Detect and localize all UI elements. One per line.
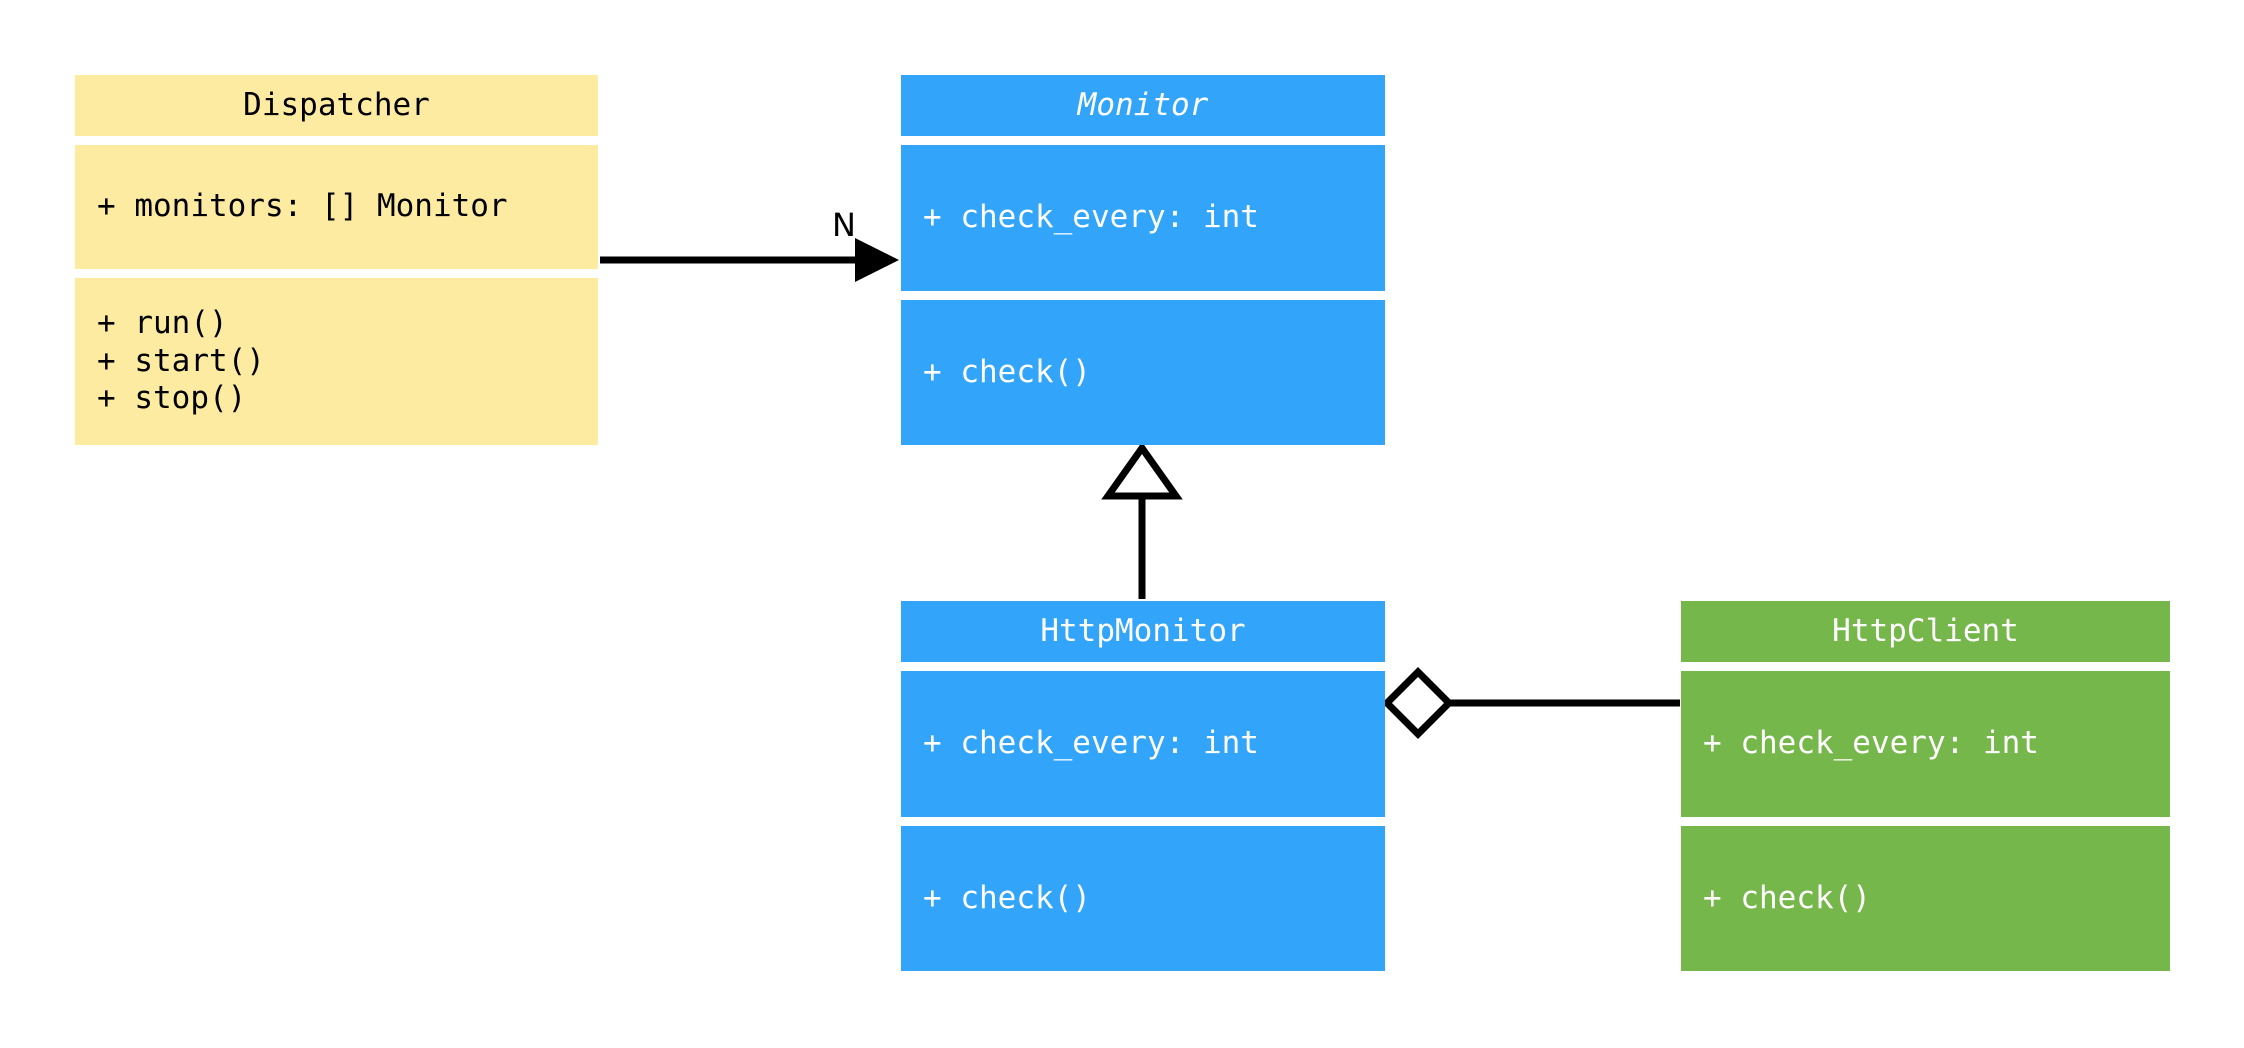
class-box-monitor[interactable]: Monitor + check_every: int + check() <box>901 75 1385 445</box>
dispatcher-methods-compartment: + run() + start() + stop() <box>75 278 598 445</box>
httpclient-attribute-0: + check_every: int <box>1703 725 2039 762</box>
dispatcher-method-1: + start() <box>97 342 265 379</box>
dispatcher-method-0: + run() <box>97 304 228 341</box>
dispatcher-method-2: + stop() <box>97 380 247 417</box>
association-multiplicity-label: N <box>832 206 856 244</box>
association-dispatcher-monitor <box>600 238 899 282</box>
monitor-methods-compartment: + check() <box>901 300 1385 445</box>
compartment-divider <box>75 136 598 145</box>
hollow-diamond-icon <box>1382 667 1454 739</box>
monitor-attributes-compartment: + check_every: int <box>901 145 1385 291</box>
class-box-dispatcher[interactable]: Dispatcher + monitors: [] Monitor + run(… <box>75 75 598 445</box>
httpclient-methods-compartment: + check() <box>1681 826 2170 971</box>
dispatcher-title-compartment: Dispatcher <box>75 75 598 136</box>
hollow-triangle-head-icon <box>1101 441 1183 500</box>
httpmonitor-method-0: + check() <box>923 879 1091 916</box>
httpmonitor-attribute-0: + check_every: int <box>923 725 1259 762</box>
httpclient-attributes-compartment: + check_every: int <box>1681 671 2170 817</box>
class-box-httpclient[interactable]: HttpClient + check_every: int + check() <box>1681 601 2170 971</box>
compartment-divider <box>901 291 1385 300</box>
dispatcher-attributes-compartment: + monitors: [] Monitor <box>75 145 598 269</box>
dispatcher-class-name: Dispatcher <box>243 87 430 124</box>
compartment-divider <box>1681 817 2170 826</box>
httpclient-title-compartment: HttpClient <box>1681 601 2170 662</box>
open-arrow-head-icon <box>855 238 899 282</box>
monitor-attribute-0: + check_every: int <box>923 199 1259 236</box>
monitor-title-compartment: Monitor <box>901 75 1385 136</box>
generalization-httpmonitor-monitor <box>1101 441 1183 599</box>
aggregation-httpmonitor-httpclient <box>1382 667 1680 739</box>
compartment-divider <box>901 136 1385 145</box>
httpclient-method-0: + check() <box>1703 879 1871 916</box>
httpclient-class-name: HttpClient <box>1832 613 2019 650</box>
httpmonitor-attributes-compartment: + check_every: int <box>901 671 1385 817</box>
class-box-httpmonitor[interactable]: HttpMonitor + check_every: int + check() <box>901 601 1385 971</box>
httpmonitor-class-name: HttpMonitor <box>1040 613 1246 650</box>
monitor-class-name: Monitor <box>1077 87 1209 124</box>
httpmonitor-title-compartment: HttpMonitor <box>901 601 1385 662</box>
compartment-divider <box>75 269 598 278</box>
compartment-divider <box>901 817 1385 826</box>
dispatcher-attribute-0: + monitors: [] Monitor <box>97 188 508 225</box>
httpmonitor-methods-compartment: + check() <box>901 826 1385 971</box>
compartment-divider <box>901 662 1385 671</box>
compartment-divider <box>1681 662 2170 671</box>
monitor-method-0: + check() <box>923 353 1091 390</box>
